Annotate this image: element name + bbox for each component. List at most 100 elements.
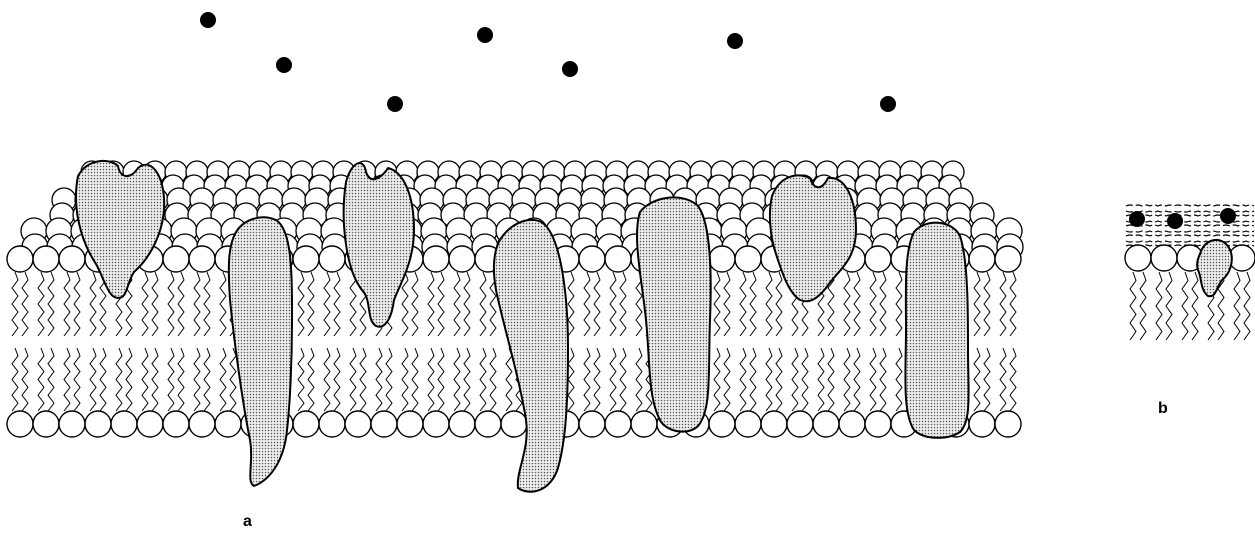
lipid-tail-icon [386,348,392,411]
lipid-tail-icon [610,272,616,336]
lipid-head-icon [345,411,371,437]
lipid-tail-icon [38,348,44,411]
lipid-head-icon [423,246,449,272]
lipid-head-icon [293,246,319,272]
lipid-head-icon [813,411,839,437]
lipid-head-icon [7,411,33,437]
lipid-tail-icon [308,272,314,336]
lipid-tail-icon [1166,272,1172,340]
lipid-tail-icon [100,348,106,411]
lipid-tail-icon [428,272,434,336]
panel-label-a: a [243,513,252,531]
lipid-tail-icon [1140,272,1146,340]
lipid-tail-icon [880,348,886,411]
lipid-tail-icon [438,272,444,336]
ligand-dot-icon [880,96,896,112]
lipid-tail-icon [350,272,356,336]
ligand-dot-icon [1167,213,1183,229]
lipid-tail-icon [480,348,486,411]
lipid-head-icon [293,411,319,437]
lipid-tail-icon [1000,272,1006,336]
lipid-head-icon [449,246,475,272]
lipid-tail-icon [308,348,314,411]
panel-label-b: b [1158,400,1168,418]
lipid-tail-icon [1000,348,1006,411]
lipid-head-icon [761,411,787,437]
lipid-tail-icon [168,348,174,411]
lipid-tail-icon [776,272,782,336]
lipid-tail-icon [854,348,860,411]
lipid-head-icon [163,411,189,437]
lipid-head-icon [7,246,33,272]
lipid-head-icon [709,411,735,437]
lipid-tail-icon [38,272,44,336]
lipid-tail-icon [974,348,980,411]
lipid-tail-icon [48,272,54,336]
lipid-head-icon [995,246,1021,272]
lipid-tail-icon [178,348,184,411]
lipid-head-icon [163,246,189,272]
lipid-tail-icon [896,272,902,336]
lipid-tail-icon [298,348,304,411]
lipid-tail-icon [766,348,772,411]
lipid-head-icon [319,246,345,272]
ligand-dot-icon [200,12,216,28]
lipid-tail-icon [870,348,876,411]
lipid-tail-icon [714,348,720,411]
peripheral-protein-icon [1197,240,1232,296]
lipid-tail-icon [194,272,200,336]
lipid-tail-icon [610,348,616,411]
lipid-tail-icon [194,348,200,411]
lipid-tail-icon [490,348,496,411]
lipid-tail-icon [1192,272,1198,340]
lipid-head-icon [865,246,891,272]
lipid-head-icon [371,411,397,437]
lipid-tail-icon [792,348,798,411]
adsorbed-layer-icon [1126,235,1254,236]
lipid-tail-icon [750,272,756,336]
lipid-head-icon [59,246,85,272]
lipid-head-icon [501,411,527,437]
lipid-head-icon [449,411,475,437]
lipid-tail-icon [334,348,340,411]
lipid-tail-icon [454,348,460,411]
lipid-tail-icon [750,348,756,411]
lipid-tail-icon [636,348,642,411]
lipid-tail-icon [12,348,18,411]
lipid-tail-icon [620,272,626,336]
lipid-tail-icon [1244,272,1250,340]
lipid-tail-icon [984,272,990,336]
peripheral-protein-icon [76,161,164,298]
lipid-tail-icon [402,348,408,411]
lipid-tail-icon [360,348,366,411]
lipid-head-icon [969,411,995,437]
lipid-tail-icon [620,348,626,411]
lipid-head-icon [579,411,605,437]
lipid-head-icon [787,411,813,437]
lipid-tail-icon [984,348,990,411]
lipid-tail-icon [818,348,824,411]
lipid-tail-icon [428,348,434,411]
lipid-tail-icon [464,272,470,336]
adsorbed-layer-icon [1126,225,1254,226]
lipid-head-icon [579,246,605,272]
lipid-tail-icon [64,272,70,336]
lipid-tail-icon [844,348,850,411]
lipid-head-icon [605,246,631,272]
lipid-head-icon [839,411,865,437]
lipid-head-icon [397,411,423,437]
lipid-tail-icon [204,348,210,411]
lipid-tail-icon [438,348,444,411]
adsorbed-layer-icon [1126,205,1254,206]
lipid-tail-icon [48,348,54,411]
lipid-head-icon [865,411,891,437]
lipid-tail-icon [142,348,148,411]
lipid-tail-icon [142,272,148,336]
ligand-group [200,12,896,112]
lipid-head-icon [33,246,59,272]
adsorbed-layer-icon [1126,231,1254,232]
lipid-tail-icon [854,272,860,336]
lipid-head-icon [137,411,163,437]
lipid-tail-icon [74,348,80,411]
lipid-tail-icon [802,348,808,411]
